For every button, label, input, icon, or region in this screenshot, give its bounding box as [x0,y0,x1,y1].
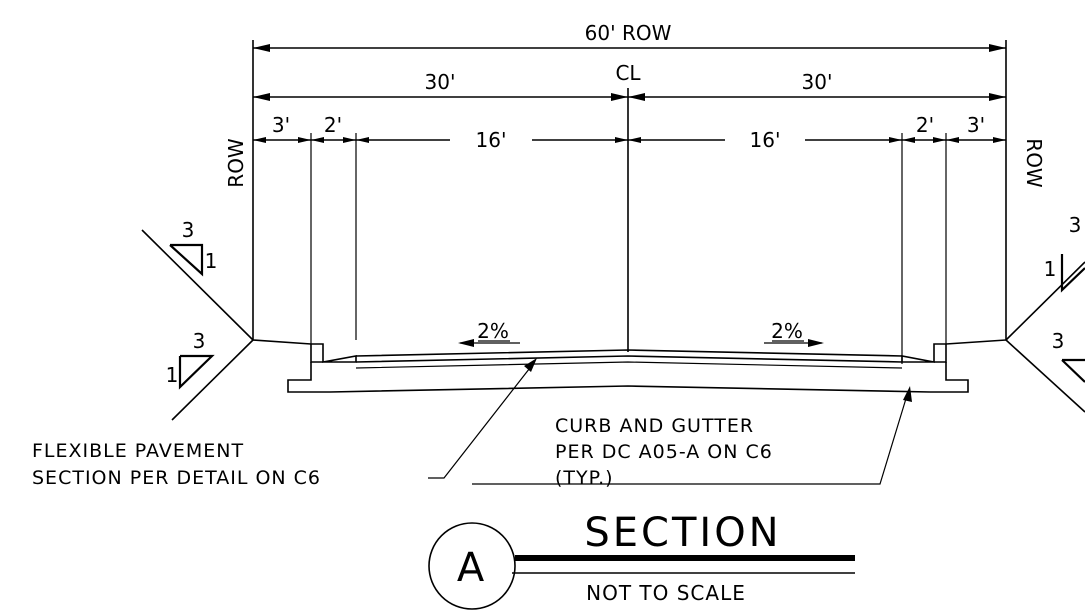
arrowhead [253,93,270,101]
side-slope-left-lower [171,339,254,421]
arrowhead [253,137,266,143]
arrowhead [311,137,324,143]
arrowhead [298,137,311,143]
title-underline-thick [515,555,855,561]
arrowhead [343,137,356,143]
slope-triangle-left-bottom [178,354,215,390]
arrowhead [933,137,946,143]
cross-slope-right: 2% [771,319,803,343]
curb-base-left [287,362,330,393]
slope-triangle-left-top [169,243,204,277]
dim-label-left-3: 3' [272,113,290,137]
note-pavement-line-2: SECTION PER DETAIL ON C6 [32,467,321,489]
arrowhead [356,137,369,143]
centerline-label: CL [615,61,641,85]
slope-rise-right-top: 1 [1044,257,1057,281]
leader-pavement [428,363,534,479]
row-label-left: ROW [224,138,248,188]
dim-label-left-2: 2' [324,113,342,137]
dim-label-right-16: 16' [750,128,781,152]
parkway-left [252,339,312,345]
arrowhead [458,339,474,347]
dim-label-row-total: 60' ROW [585,21,672,45]
dim-label-half-right: 30' [802,70,833,94]
parkway-right [945,339,1007,345]
slope-rise-left-top: 1 [205,249,218,273]
arrowhead [946,137,959,143]
side-slope-right-upper [1005,261,1085,341]
arrowhead [902,137,915,143]
arrowhead [253,44,270,52]
curb-base-right [930,362,969,393]
side-slope-left-upper [141,229,254,341]
arrowhead [615,137,628,143]
slope-triangle-right-bottom [1061,359,1085,383]
note-curb-line-1: CURB AND GUTTER [555,415,754,437]
section-title: SECTION [584,510,781,556]
leader-arrowhead [524,358,537,372]
leader-curb [472,391,909,485]
dim-label-right-2: 2' [916,113,934,137]
pavement-base-bottom [329,385,931,393]
arrowhead [611,93,628,101]
curb-gutter-left [310,343,357,363]
section-subtitle: NOT TO SCALE [586,581,746,605]
arrowhead [889,137,902,143]
note-curb-line-3: (TYP.) [555,467,614,489]
dim-label-right-3: 3' [967,113,985,137]
leader-arrowhead [903,386,912,402]
section-bubble [428,522,516,610]
section-letter: A [457,545,487,591]
cross-slope-left: 2% [477,319,509,343]
arrowhead [628,93,645,101]
dim-label-half-left: 30' [425,70,456,94]
arrowhead [989,44,1006,52]
slope-rise-left-bottom: 1 [166,363,179,387]
slope-run-right-top: 3 [1069,213,1082,237]
row-label-right: ROW [1022,138,1046,188]
slope-triangle-right-top [1060,254,1085,293]
slope-run-left-top: 3 [182,218,195,242]
arrowhead [628,137,641,143]
pavement-top-2 [355,355,903,363]
side-slope-right-lower [1005,339,1085,413]
arrowhead [993,137,1006,143]
note-pavement-line-1: FLEXIBLE PAVEMENT [32,440,244,462]
note-curb-line-2: PER DC A05-A ON C6 [555,441,773,463]
pavement-asphalt-bottom [355,361,903,369]
dim-label-left-16: 16' [476,128,507,152]
arrowhead [989,93,1006,101]
slope-run-left-bottom: 3 [193,329,206,353]
pavement-top [355,349,903,357]
curb-gutter-right [901,343,947,363]
arrowhead [808,339,824,347]
slope-run-right-bottom: 3 [1052,329,1065,353]
